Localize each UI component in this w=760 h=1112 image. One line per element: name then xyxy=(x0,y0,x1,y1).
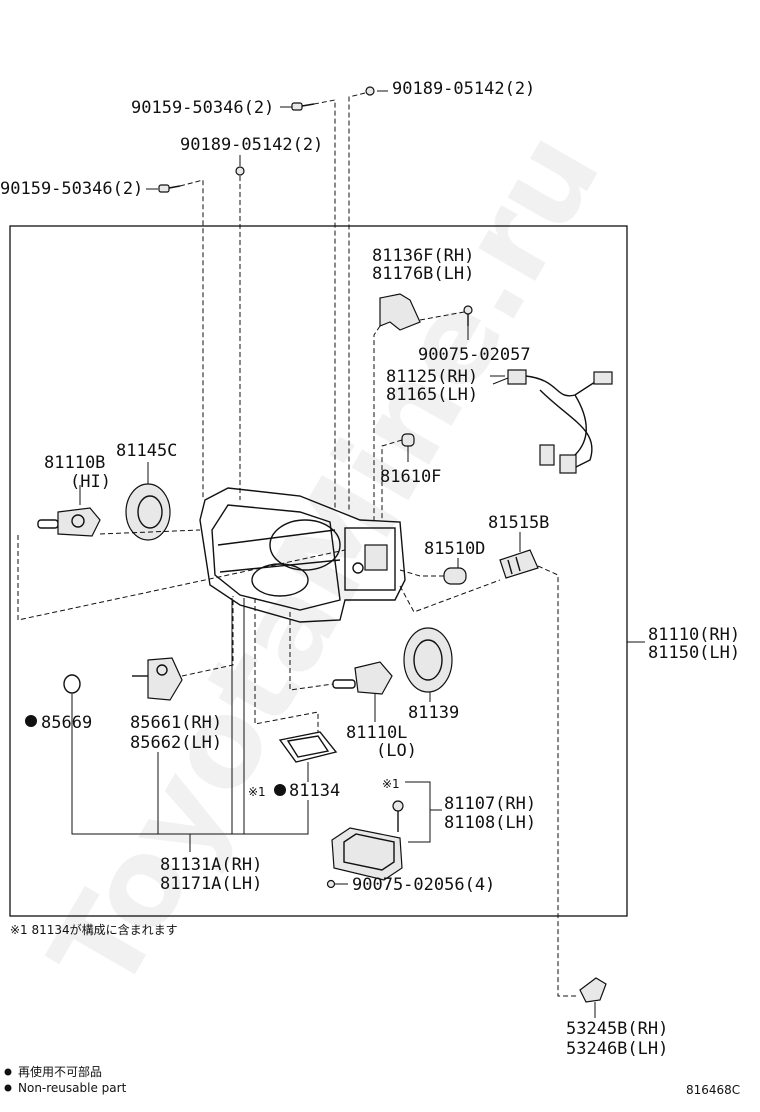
leveling-actuator-icon xyxy=(132,657,183,701)
label-harness-rh: 81125(RH) xyxy=(386,367,478,387)
screw-bracket-icon xyxy=(463,305,473,326)
bracket-icon xyxy=(379,293,421,331)
label-small-bulb: 81610F xyxy=(380,467,441,487)
legend-dot-icon xyxy=(4,1084,12,1092)
bolt-top-left-icon xyxy=(291,102,315,111)
label-cap: 81145C xyxy=(116,441,177,461)
label-lo-bulb-note: (LO) xyxy=(376,741,417,761)
position-bulb-icon xyxy=(443,567,467,585)
label-assembly-rh: 81110(RH) xyxy=(648,625,740,645)
label-bolt-left: 90159-50346(2) xyxy=(0,179,143,199)
label-screw-top-right: 90189-05142(2) xyxy=(392,79,535,99)
socket-icon xyxy=(499,549,539,579)
label-unit-rh: 81131A(RH) xyxy=(160,855,262,875)
ring-icon xyxy=(63,674,81,694)
clip-icon xyxy=(579,977,607,1003)
harness-icon xyxy=(507,369,613,474)
ballast-icon xyxy=(331,800,404,881)
label-bracket-rh: 81136F(RH) xyxy=(372,246,474,266)
label-gasket-mark: ※1 xyxy=(248,785,266,799)
hi-bulb-icon xyxy=(37,507,101,537)
footnote: ※1 81134が構成に含まれます xyxy=(10,922,178,937)
label-ballast-lh: 81108(LH) xyxy=(444,813,536,833)
label-gasket: 81134 xyxy=(289,781,340,801)
label-actuator-lh: 85662(LH) xyxy=(130,733,222,753)
label-screw-ballast: 90075-02056(4) xyxy=(352,875,495,895)
lo-bulb-icon xyxy=(332,661,393,695)
label-cover: 81139 xyxy=(408,703,459,723)
label-assembly-lh: 81150(LH) xyxy=(648,643,740,663)
label-lo-bulb: 81110L xyxy=(346,723,407,743)
small-bulb-icon xyxy=(401,433,415,447)
non-reusable-marker-icon xyxy=(25,715,37,727)
non-reusable-marker-icon xyxy=(274,784,286,796)
screw-ballast-icon xyxy=(326,879,336,889)
label-position-bulb: 81510D xyxy=(424,539,485,559)
label-clip-lh: 53246B(LH) xyxy=(566,1039,668,1059)
cap-icon xyxy=(125,483,171,541)
legend-en: Non-reusable part xyxy=(18,1081,127,1095)
label-hi-bulb-note: (HI) xyxy=(70,472,111,492)
screw-mid-icon xyxy=(235,166,245,176)
lamp-cover-icon xyxy=(403,627,453,693)
label-clip-rh: 53245B(RH) xyxy=(566,1019,668,1039)
assembly-frame xyxy=(9,225,628,917)
legend-dot-icon xyxy=(4,1068,12,1076)
label-actuator-rh: 85661(RH) xyxy=(130,713,222,733)
bolt-left-icon xyxy=(158,184,181,193)
label-bolt-top-left: 90159-50346(2) xyxy=(131,98,274,118)
screw-top-right-icon xyxy=(365,86,375,96)
label-hi-bulb: 81110B xyxy=(44,453,105,473)
label-socket: 81515B xyxy=(488,513,549,533)
label-harness-lh: 81165(LH) xyxy=(386,385,478,405)
legend-jp: 再使用不可部品 xyxy=(18,1064,102,1079)
label-ballast-rh: 81107(RH) xyxy=(444,794,536,814)
label-unit-lh: 81171A(LH) xyxy=(160,874,262,894)
gasket-icon xyxy=(278,731,338,763)
diagram-code: 816468C xyxy=(686,1083,740,1097)
label-ballast-mark: ※1 xyxy=(382,777,400,791)
label-screw-bracket: 90075-02057 xyxy=(418,345,531,365)
label-screw-mid: 90189-05142(2) xyxy=(180,135,323,155)
label-bracket-lh: 81176B(LH) xyxy=(372,264,474,284)
label-ring: 85669 xyxy=(41,713,92,733)
